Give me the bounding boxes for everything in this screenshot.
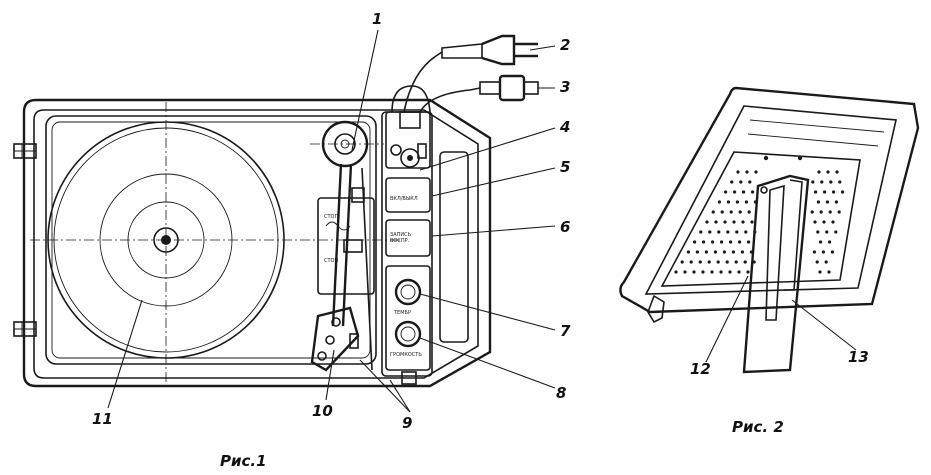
lid-frame bbox=[619, 86, 920, 314]
callout-5: 5 bbox=[560, 158, 570, 176]
figure-2-caption: Рис. 2 bbox=[732, 418, 784, 436]
svg-text:ТЕМБР: ТЕМБР bbox=[393, 310, 411, 316]
figure-1-turntable: СТОП СТОП bbox=[13, 10, 571, 470]
signal-plug bbox=[479, 74, 539, 102]
callout-6: 6 bbox=[560, 218, 570, 236]
svg-text:ВКЛ/ВЫКЛ: ВКЛ/ВЫКЛ bbox=[390, 196, 418, 202]
callout-13: 13 bbox=[848, 348, 869, 366]
power-cable bbox=[403, 51, 443, 113]
figure-1-caption: Рис.1 bbox=[220, 452, 267, 470]
callout-4: 4 bbox=[559, 118, 570, 136]
signal-cable bbox=[419, 87, 481, 113]
figure-2-lid-stand: 12 13 Рис. 2 bbox=[619, 86, 920, 436]
grille-perforations bbox=[674, 170, 845, 274]
folding-stand bbox=[742, 174, 810, 374]
case-outline bbox=[22, 98, 492, 388]
callout-10: 10 bbox=[312, 402, 333, 420]
speaker-slot bbox=[439, 151, 469, 343]
speaker-grille bbox=[660, 151, 861, 287]
hinge-bottom bbox=[13, 321, 37, 337]
leader-lines bbox=[107, 29, 556, 413]
control-panel: ВКЛ/ВЫКЛ ЗАПИСЬ ВОСПР. ТЕМБР ГРОМКОСТЬ bbox=[381, 111, 433, 385]
callout-1: 1 bbox=[372, 10, 382, 28]
callout-11: 11 bbox=[92, 410, 113, 428]
svg-text:СТОП: СТОП bbox=[324, 214, 338, 220]
svg-text:СТОП: СТОП bbox=[324, 258, 338, 264]
tonearm bbox=[331, 163, 373, 371]
callout-8: 8 bbox=[556, 384, 566, 402]
callout-12: 12 bbox=[690, 360, 711, 378]
tonearm-pivot bbox=[310, 120, 384, 168]
lid-inner-edge bbox=[644, 105, 897, 295]
lid-latch bbox=[647, 294, 665, 324]
callout-3: 3 bbox=[560, 78, 570, 96]
case-inner-rim bbox=[33, 109, 479, 379]
callout-7: 7 bbox=[560, 322, 571, 340]
svg-text:ГРОМКОСТЬ: ГРОМКОСТЬ bbox=[390, 352, 422, 358]
pickup-head bbox=[310, 306, 360, 372]
callout-9: 9 bbox=[402, 414, 412, 432]
hinge-top bbox=[13, 143, 37, 159]
power-plug bbox=[441, 34, 538, 66]
svg-text:ЗАПИСЬ: ЗАПИСЬ bbox=[390, 232, 412, 238]
svg-text:ВОСПР.: ВОСПР. bbox=[390, 238, 410, 244]
callout-2: 2 bbox=[560, 36, 570, 54]
